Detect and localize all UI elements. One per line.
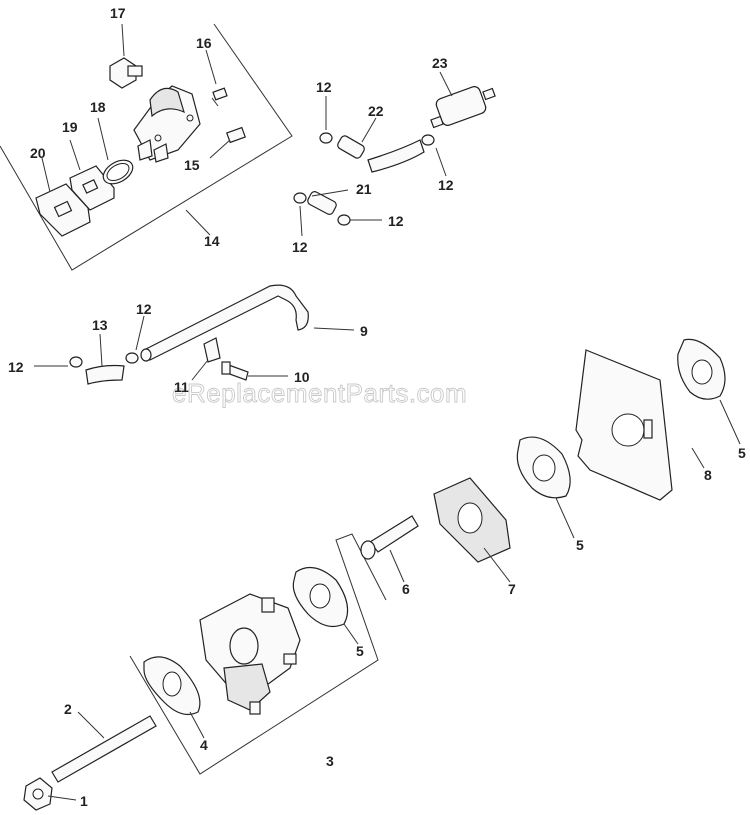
part-21-fuel-line[interactable] bbox=[306, 190, 337, 216]
callout-11: 11 bbox=[174, 379, 189, 395]
callout-3: 3 bbox=[326, 753, 334, 769]
part-11-tube-clip[interactable] bbox=[203, 337, 221, 363]
part-18-o-ring[interactable] bbox=[99, 155, 137, 188]
part-1-nut[interactable] bbox=[23, 777, 53, 811]
part-3-carburetor[interactable] bbox=[199, 593, 301, 715]
part-15-screw[interactable] bbox=[226, 126, 246, 144]
part-13-fuel-hose[interactable] bbox=[85, 364, 125, 385]
callout-23: 23 bbox=[432, 55, 448, 71]
callout-12-c: 12 bbox=[388, 213, 404, 229]
part-2-stud[interactable] bbox=[51, 715, 157, 783]
part-12-clamp-b[interactable] bbox=[421, 134, 435, 146]
part-7-intake-spacer[interactable] bbox=[433, 477, 511, 563]
fuel-pump-body[interactable] bbox=[133, 85, 201, 163]
callout-12-e: 12 bbox=[136, 301, 152, 317]
part-10-screw[interactable] bbox=[221, 361, 249, 381]
callout-12-d: 12 bbox=[292, 239, 308, 255]
callout-15: 15 bbox=[184, 157, 200, 173]
part-23-fuel-filter[interactable] bbox=[430, 85, 496, 129]
carburetor-assembly-bracket bbox=[129, 533, 387, 775]
callout-12-f: 12 bbox=[8, 359, 24, 375]
callout-16: 16 bbox=[196, 35, 212, 51]
callout-6: 6 bbox=[402, 581, 410, 597]
part-20-gasket[interactable] bbox=[35, 183, 91, 237]
callout-19: 19 bbox=[62, 119, 78, 135]
callout-4: 4 bbox=[200, 737, 208, 753]
callout-7: 7 bbox=[508, 581, 516, 597]
part-5-gasket-a[interactable] bbox=[292, 566, 349, 627]
callout-17: 17 bbox=[110, 5, 126, 21]
callout-12-a: 12 bbox=[316, 79, 332, 95]
part-16-screw[interactable] bbox=[211, 87, 228, 107]
callout-21: 21 bbox=[356, 181, 372, 197]
part-12-clamp-f[interactable] bbox=[125, 352, 139, 364]
part-4-gasket[interactable] bbox=[143, 656, 201, 715]
callout-12-b: 12 bbox=[438, 177, 454, 193]
callout-18: 18 bbox=[90, 99, 106, 115]
part-9-fuel-tube[interactable] bbox=[140, 284, 309, 362]
callout-14: 14 bbox=[204, 233, 220, 249]
part-6-bolt[interactable] bbox=[360, 515, 419, 560]
part-12-clamp-a[interactable] bbox=[319, 132, 333, 144]
watermark-text: eReplacementParts.com bbox=[172, 378, 467, 408]
callout-5-a: 5 bbox=[356, 643, 364, 659]
part-12-clamp-c[interactable] bbox=[293, 192, 307, 204]
callout-22: 22 bbox=[368, 103, 384, 119]
fuel-pump-assembly-bracket bbox=[0, 23, 293, 271]
callout-9: 9 bbox=[360, 323, 368, 339]
part-17-elbow-fitting[interactable] bbox=[109, 57, 143, 89]
part-12-clamp-d[interactable] bbox=[337, 214, 351, 226]
part-5-gasket-c[interactable] bbox=[677, 338, 726, 400]
part-5-gasket-b[interactable] bbox=[516, 436, 571, 499]
part-8-heat-shield[interactable] bbox=[575, 349, 673, 501]
callout-20: 20 bbox=[30, 145, 46, 161]
callout-2: 2 bbox=[64, 701, 72, 717]
callout-5-b: 5 bbox=[576, 537, 584, 553]
part-12-clamp-e[interactable] bbox=[69, 356, 83, 368]
callout-8: 8 bbox=[704, 467, 712, 483]
part-22-fuel-line[interactable] bbox=[336, 134, 425, 173]
callout-1: 1 bbox=[80, 793, 88, 809]
callout-13: 13 bbox=[92, 317, 108, 333]
callout-5-c: 5 bbox=[738, 445, 746, 461]
callout-10: 10 bbox=[294, 369, 310, 385]
